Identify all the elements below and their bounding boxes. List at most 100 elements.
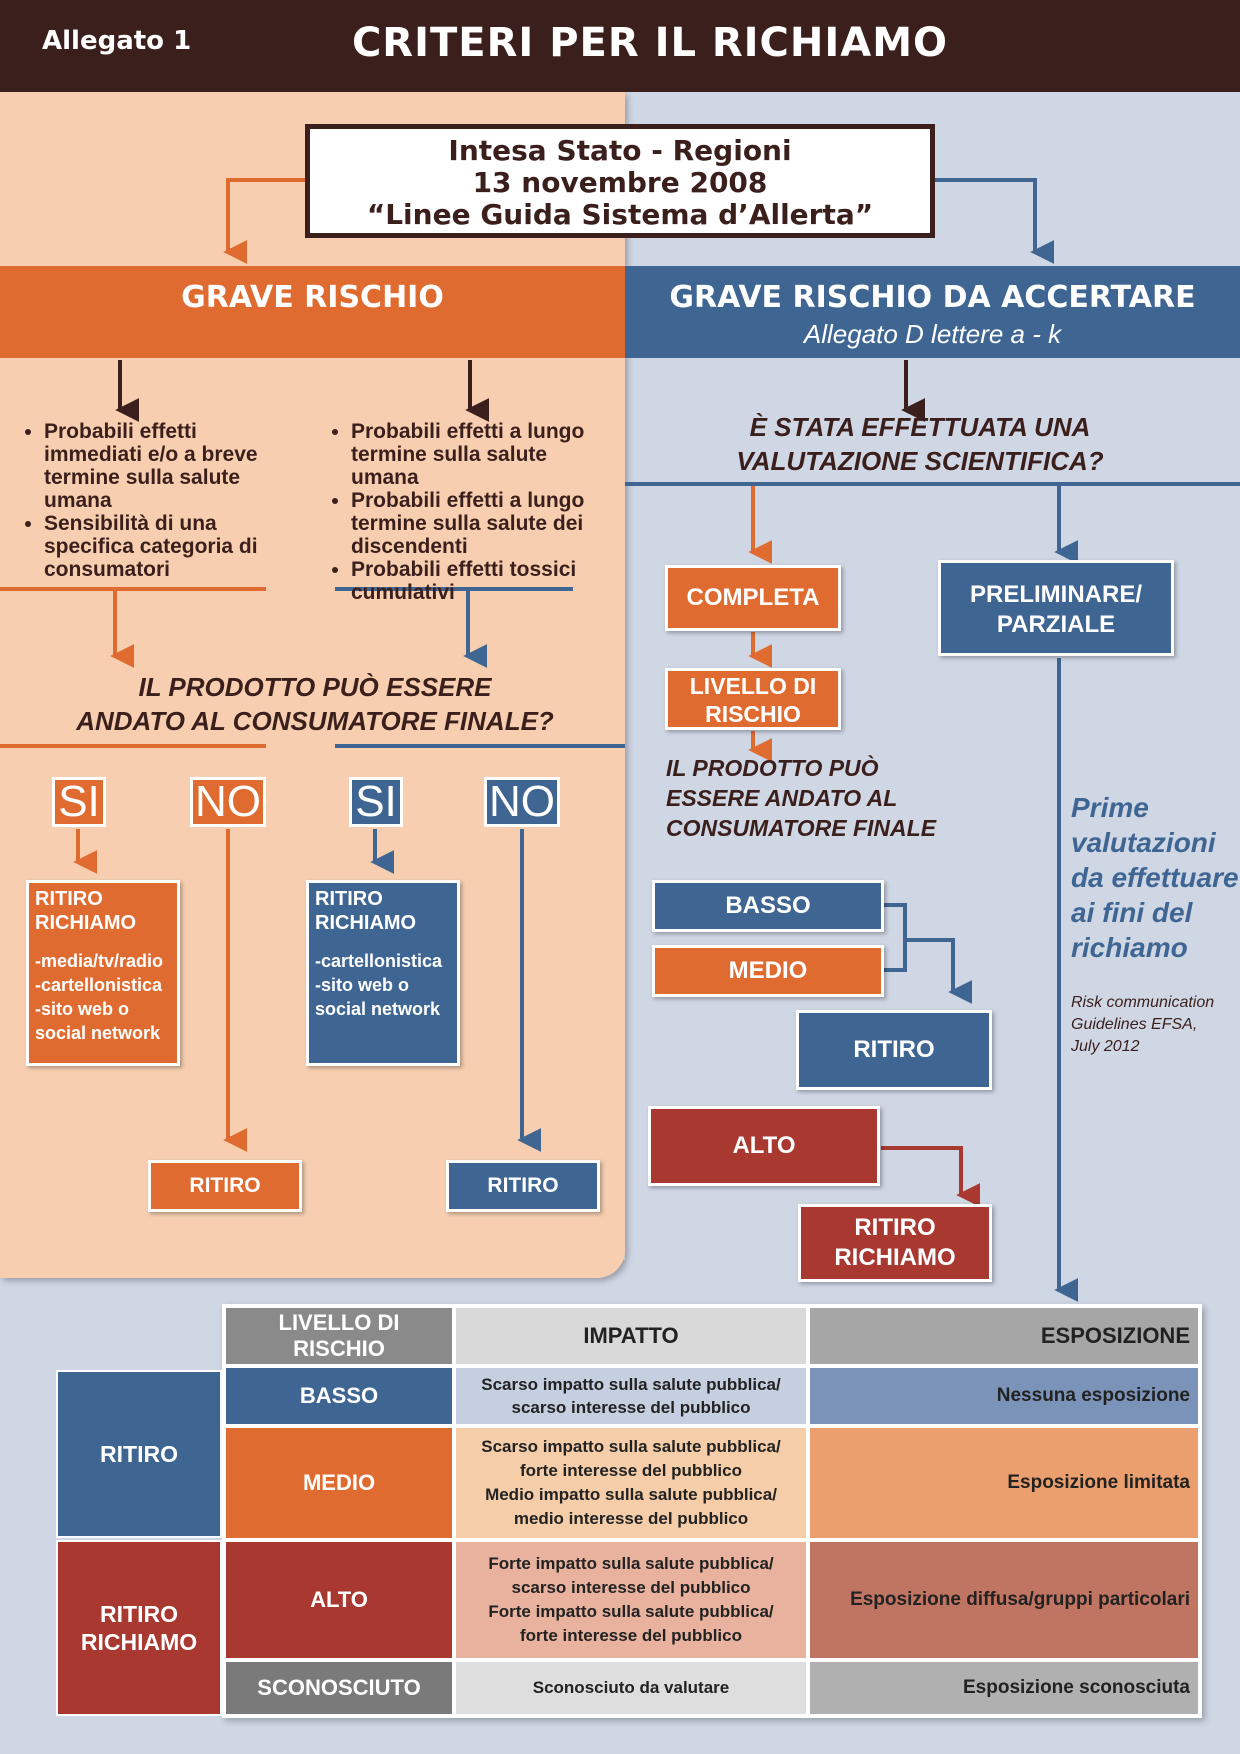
- prime-valutazioni-text: Prime valutazioni da effettuare ai fini …: [1071, 790, 1240, 965]
- risk-line: Risk communication: [1071, 994, 1215, 1011]
- table-esposizione-sconosciuto: Esposizione sconosciuta: [808, 1660, 1200, 1716]
- bullet-item: Probabili effetti tossici cumulativi: [351, 558, 603, 604]
- right-question-line-1: È STATA EFFETTUATA UNA: [749, 412, 1091, 442]
- table-esposizione-alto: Esposizione diffusa/gruppi particolari: [808, 1540, 1200, 1660]
- no-orange: NO: [190, 777, 266, 827]
- prodotto-line-1: IL PRODOTTO PUÒ: [666, 755, 879, 781]
- source-line-1: Intesa Stato - Regioni: [448, 134, 792, 167]
- livello-rischio-box: LIVELLO DI RISCHIO: [665, 668, 841, 730]
- ritiro-box-orange: RITIRO: [148, 1160, 302, 1212]
- risk-line: July 2012: [1071, 1038, 1140, 1055]
- livello-line-2: RISCHIO: [705, 701, 801, 727]
- basso-box: BASSO: [652, 880, 884, 932]
- preliminare-line-2: PARZIALE: [996, 611, 1116, 638]
- box-line: RICHIAMO: [315, 912, 417, 934]
- si-blue: SI: [349, 777, 403, 827]
- impatto-line: forte interesse del pubblico: [520, 1461, 742, 1480]
- bullets-short-term: Probabili effetti immediati e/o a breve …: [26, 420, 266, 581]
- impatto-line: scarso interesse del pubblico: [511, 1398, 751, 1417]
- ritiro-richiamo-box-orange: RITIRO RICHIAMO -media/tv/radio -cartell…: [26, 880, 180, 1066]
- source-box: Intesa Stato - Regioni 13 novembre 2008 …: [305, 124, 935, 238]
- bullet-item: Sensibilità di una specifica categoria d…: [44, 512, 266, 581]
- box-item: social network: [35, 1023, 161, 1043]
- risk-communication-note: Risk communication Guidelines EFSA, July…: [1071, 992, 1236, 1058]
- bullet-item: Probabili effetti immediati e/o a breve …: [44, 420, 266, 512]
- table-esposizione-medio: Esposizione limitata: [808, 1426, 1200, 1540]
- table-head-esposizione: ESPOSIZIONE: [808, 1306, 1200, 1366]
- box-item: -sito web o: [315, 975, 409, 995]
- left-question-line-1: IL PRODOTTO PUÒ ESSERE: [138, 672, 492, 702]
- no-blue: NO: [484, 777, 560, 827]
- risk-line: Guidelines EFSA,: [1071, 1016, 1198, 1033]
- box-item: -sito web o: [35, 999, 129, 1019]
- table-impatto-alto: Forte impatto sulla salute pubblica/ sca…: [454, 1540, 808, 1660]
- box-item: -cartellonistica: [315, 951, 443, 971]
- header-bar: [0, 0, 1240, 92]
- right-question-line-2: VALUTAZIONE SCIENTIFICA?: [736, 446, 1104, 476]
- preliminare-line-1: PRELIMINARE/: [969, 581, 1142, 608]
- impatto-line: Scarso impatto sulla salute pubblica/: [481, 1437, 781, 1456]
- header-label: Allegato 1: [42, 26, 192, 56]
- box-line: RITIRO: [315, 888, 383, 910]
- bullet-item: Probabili effetti a lungo termine sulla …: [351, 420, 603, 489]
- medio-box: MEDIO: [652, 945, 884, 997]
- table-head-level: LIVELLO DI RISCHIO: [224, 1306, 454, 1366]
- table-side-ritiro-richiamo: RITIRO RICHIAMO: [56, 1540, 222, 1716]
- prime-line: ai fini del: [1071, 897, 1193, 928]
- head-level-line-1: LIVELLO DI: [278, 1310, 400, 1335]
- table-level-basso: BASSO: [224, 1366, 454, 1426]
- side-rr-line-2: RICHIAMO: [80, 1629, 198, 1655]
- source-line-2: 13 novembre 2008: [472, 166, 768, 199]
- ritiro-richiamo-box-blue: RITIRO RICHIAMO -cartellonistica -sito w…: [306, 880, 460, 1066]
- box-line: RITIRO: [35, 888, 103, 910]
- prodotto-line-3: CONSUMATORE FINALE: [666, 815, 937, 841]
- ritiro-richiamo-line-2: RICHIAMO: [834, 1244, 956, 1271]
- preliminare-box: PRELIMINARE/ PARZIALE: [938, 560, 1174, 656]
- alto-box: ALTO: [648, 1106, 880, 1186]
- table-head-impatto: IMPATTO: [454, 1306, 808, 1366]
- side-rr-line-1: RITIRO: [100, 1601, 178, 1627]
- si-orange: SI: [52, 777, 106, 827]
- prime-line: Prime: [1071, 792, 1149, 823]
- prime-line: richiamo: [1071, 932, 1188, 963]
- table-esposizione-basso: Nessuna esposizione: [808, 1366, 1200, 1426]
- ritiro-richiamo-box-red: RITIRO RICHIAMO: [798, 1204, 992, 1282]
- impatto-line: Scarso impatto sulla salute pubblica/: [481, 1375, 781, 1394]
- ritiro-box-blue: RITIRO: [446, 1160, 600, 1212]
- bullets-long-term: Probabili effetti a lungo termine sulla …: [333, 420, 603, 604]
- table-impatto-medio: Scarso impatto sulla salute pubblica/ fo…: [454, 1426, 808, 1540]
- grave-rischio-band: GRAVE RISCHIO: [0, 266, 625, 358]
- page-title: CRITERI PER IL RICHIAMO: [351, 20, 949, 66]
- prodotto-question: IL PRODOTTO PUÒ ESSERE ANDATO AL CONSUMA…: [666, 753, 966, 843]
- table-level-alto: ALTO: [224, 1540, 454, 1660]
- prime-line: da effettuare: [1071, 862, 1239, 893]
- table-impatto-sconosciuto: Sconosciuto da valutare: [454, 1660, 808, 1716]
- impatto-line: forte interesse del pubblico: [520, 1626, 742, 1645]
- table-side-ritiro: RITIRO: [56, 1370, 222, 1538]
- ritiro-box-right: RITIRO: [796, 1010, 992, 1090]
- head-level-line-2: RISCHIO: [293, 1336, 385, 1361]
- ritiro-richiamo-line-1: RITIRO: [854, 1214, 936, 1241]
- source-line-3: “Linee Guida Sistema d’Allerta”: [366, 198, 874, 231]
- table-level-medio: MEDIO: [224, 1426, 454, 1540]
- impatto-line: Forte impatto sulla salute pubblica/: [488, 1554, 774, 1573]
- table-level-sconosciuto: SCONOSCIUTO: [224, 1660, 454, 1716]
- prodotto-line-2: ESSERE ANDATO AL: [666, 785, 898, 811]
- impatto-line: scarso interesse del pubblico: [511, 1578, 751, 1597]
- box-item: -cartellonistica: [35, 975, 163, 995]
- bullet-item: Probabili effetti a lungo termine sulla …: [351, 489, 603, 558]
- left-question-line-2: ANDATO AL CONSUMATORE FINALE?: [76, 706, 554, 736]
- box-item: -media/tv/radio: [35, 951, 164, 971]
- box-line: RICHIAMO: [35, 912, 137, 934]
- band-right-subtitle: Allegato D lettere a - k: [803, 319, 1062, 349]
- impatto-line: medio interesse del pubblico: [513, 1509, 749, 1528]
- grave-rischio-accertare-band: GRAVE RISCHIO DA ACCERTARE Allegato D le…: [625, 266, 1240, 358]
- band-right-title: GRAVE RISCHIO DA ACCERTARE: [669, 280, 1196, 315]
- livello-line-1: LIVELLO DI: [689, 673, 817, 699]
- left-question: IL PRODOTTO PUÒ ESSERE ANDATO AL CONSUMA…: [20, 670, 610, 738]
- table-impatto-basso: Scarso impatto sulla salute pubblica/ sc…: [454, 1366, 808, 1426]
- impatto-line: Forte impatto sulla salute pubblica/: [488, 1602, 774, 1621]
- completa-box: COMPLETA: [665, 565, 841, 631]
- box-item: social network: [315, 999, 441, 1019]
